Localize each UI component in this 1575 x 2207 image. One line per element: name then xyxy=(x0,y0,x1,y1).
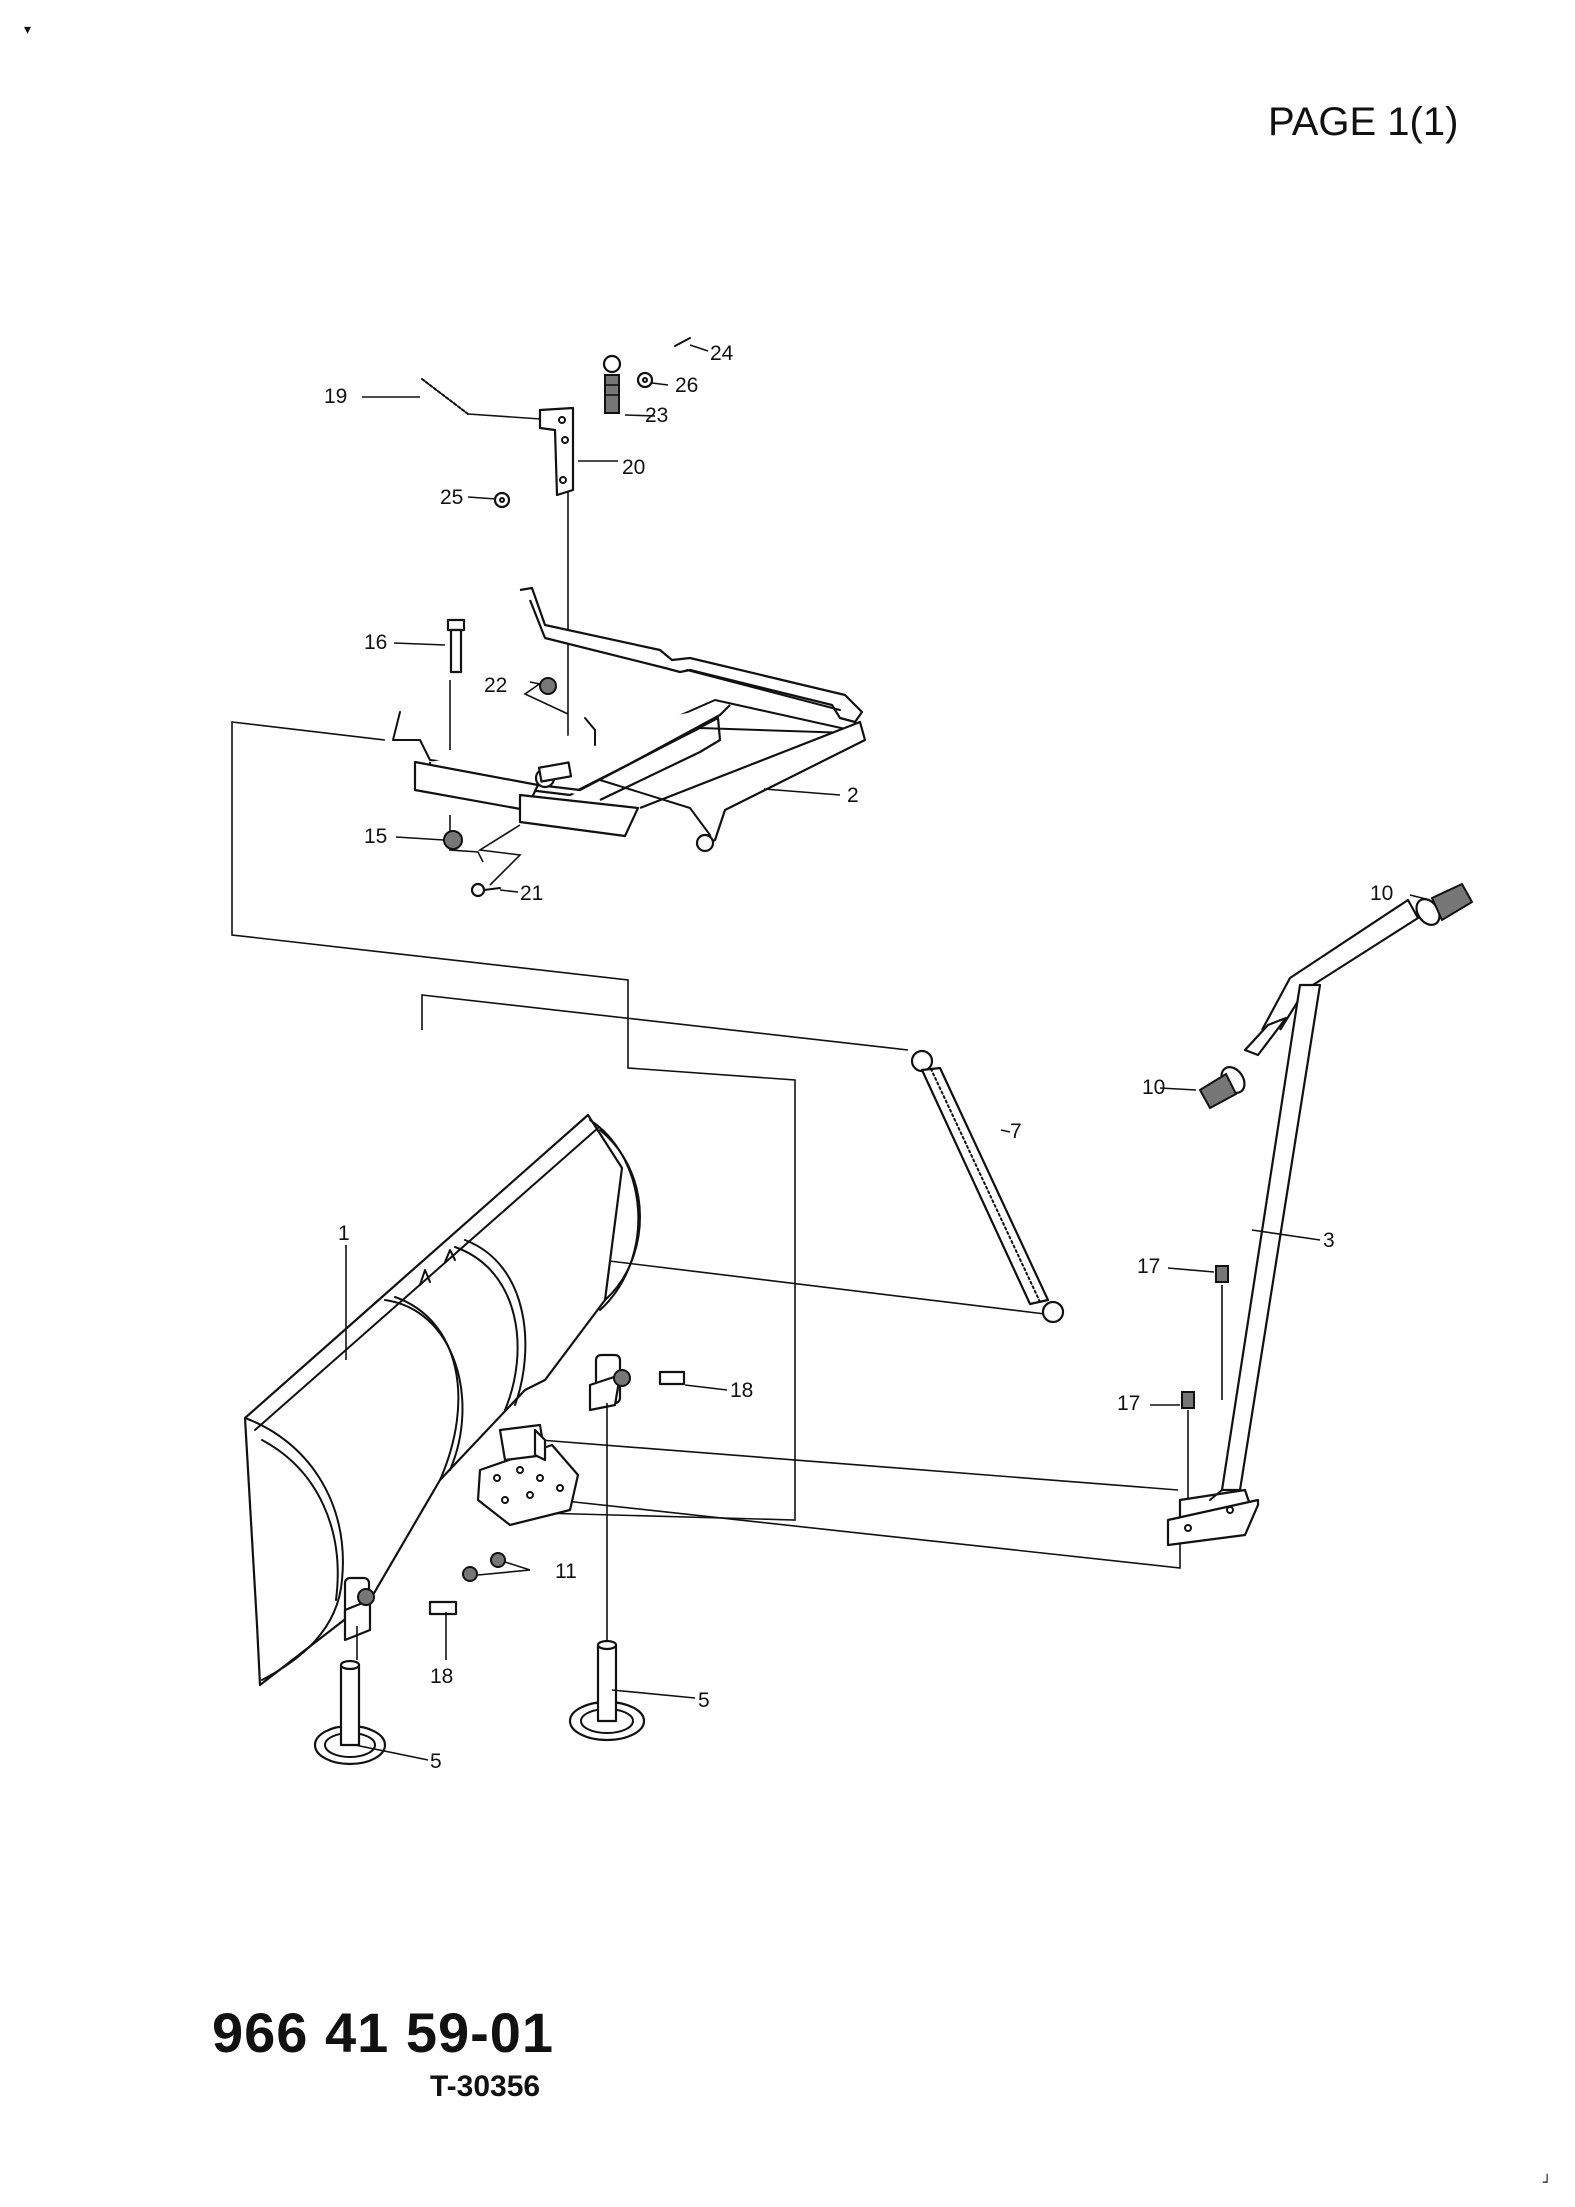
callout-25: 25 xyxy=(440,486,463,509)
assembly-lines xyxy=(231,490,1223,1569)
callout-17-upper: 17 xyxy=(1137,1255,1160,1278)
part-18-screw-right xyxy=(613,1369,686,1387)
part-3-handle xyxy=(1166,898,1420,1547)
callout-5-right: 5 xyxy=(698,1689,710,1712)
part-15-nut xyxy=(443,830,463,850)
callout-1: 1 xyxy=(338,1222,350,1245)
part-11-nuts xyxy=(462,1552,506,1582)
callout-26: 26 xyxy=(675,374,698,397)
part-17-bolt-upper xyxy=(1215,1265,1229,1283)
part-17-bolt-lower xyxy=(1181,1391,1195,1409)
part-1-blade xyxy=(243,1113,641,1687)
part-26-washer xyxy=(636,371,654,389)
callout-labels: 19 20 25 23 26 24 16 22 15 21 2 7 10 10 … xyxy=(324,342,1393,1773)
corner-mark-bottom-right: ┘ xyxy=(1543,2175,1552,2191)
drawing-reference: T-30356 xyxy=(430,2070,541,2103)
part-10-grip-lower xyxy=(1198,1066,1246,1110)
callout-18-right: 18 xyxy=(730,1379,753,1402)
corner-mark-top-left: ▾ xyxy=(24,22,32,38)
part-23-pin xyxy=(602,354,622,414)
part-25-nut xyxy=(493,491,511,509)
callout-10-upper: 10 xyxy=(1370,882,1393,905)
part-2-push-frame xyxy=(392,586,867,853)
part-24-screw xyxy=(674,337,691,347)
callout-16: 16 xyxy=(364,631,387,654)
callout-10-lower: 10 xyxy=(1142,1076,1165,1099)
callout-11: 11 xyxy=(555,1560,577,1583)
part-5-skid-left xyxy=(313,1659,387,1766)
callout-5-left: 5 xyxy=(430,1750,442,1773)
callout-20: 20 xyxy=(622,456,645,479)
callout-19: 19 xyxy=(324,385,347,408)
part-number: 966 41 59-01 xyxy=(212,2001,555,2064)
part-22-nut xyxy=(539,677,557,695)
callout-21: 21 xyxy=(520,882,543,905)
callout-23: 23 xyxy=(645,404,668,427)
part-19-spring xyxy=(421,378,556,421)
callout-22: 22 xyxy=(484,674,507,697)
callout-7: 7 xyxy=(1010,1120,1022,1143)
page-label: PAGE 1(1) xyxy=(1268,100,1459,144)
callout-15: 15 xyxy=(364,825,387,848)
callout-17-lower: 17 xyxy=(1117,1392,1140,1415)
callout-2: 2 xyxy=(847,784,859,807)
part-20-bracket xyxy=(538,406,575,497)
part-5-skid-right xyxy=(568,1639,646,1742)
callout-18-left: 18 xyxy=(430,1665,453,1688)
part-7-spring xyxy=(910,1049,1065,1324)
leader-lines xyxy=(345,344,1431,1761)
part-18-screw-left xyxy=(357,1588,458,1616)
part-16-bolt xyxy=(446,618,466,674)
part-21-screw xyxy=(470,882,501,898)
callout-24: 24 xyxy=(710,342,734,365)
part-10-grip-upper xyxy=(1415,882,1474,926)
callout-3: 3 xyxy=(1323,1229,1335,1252)
